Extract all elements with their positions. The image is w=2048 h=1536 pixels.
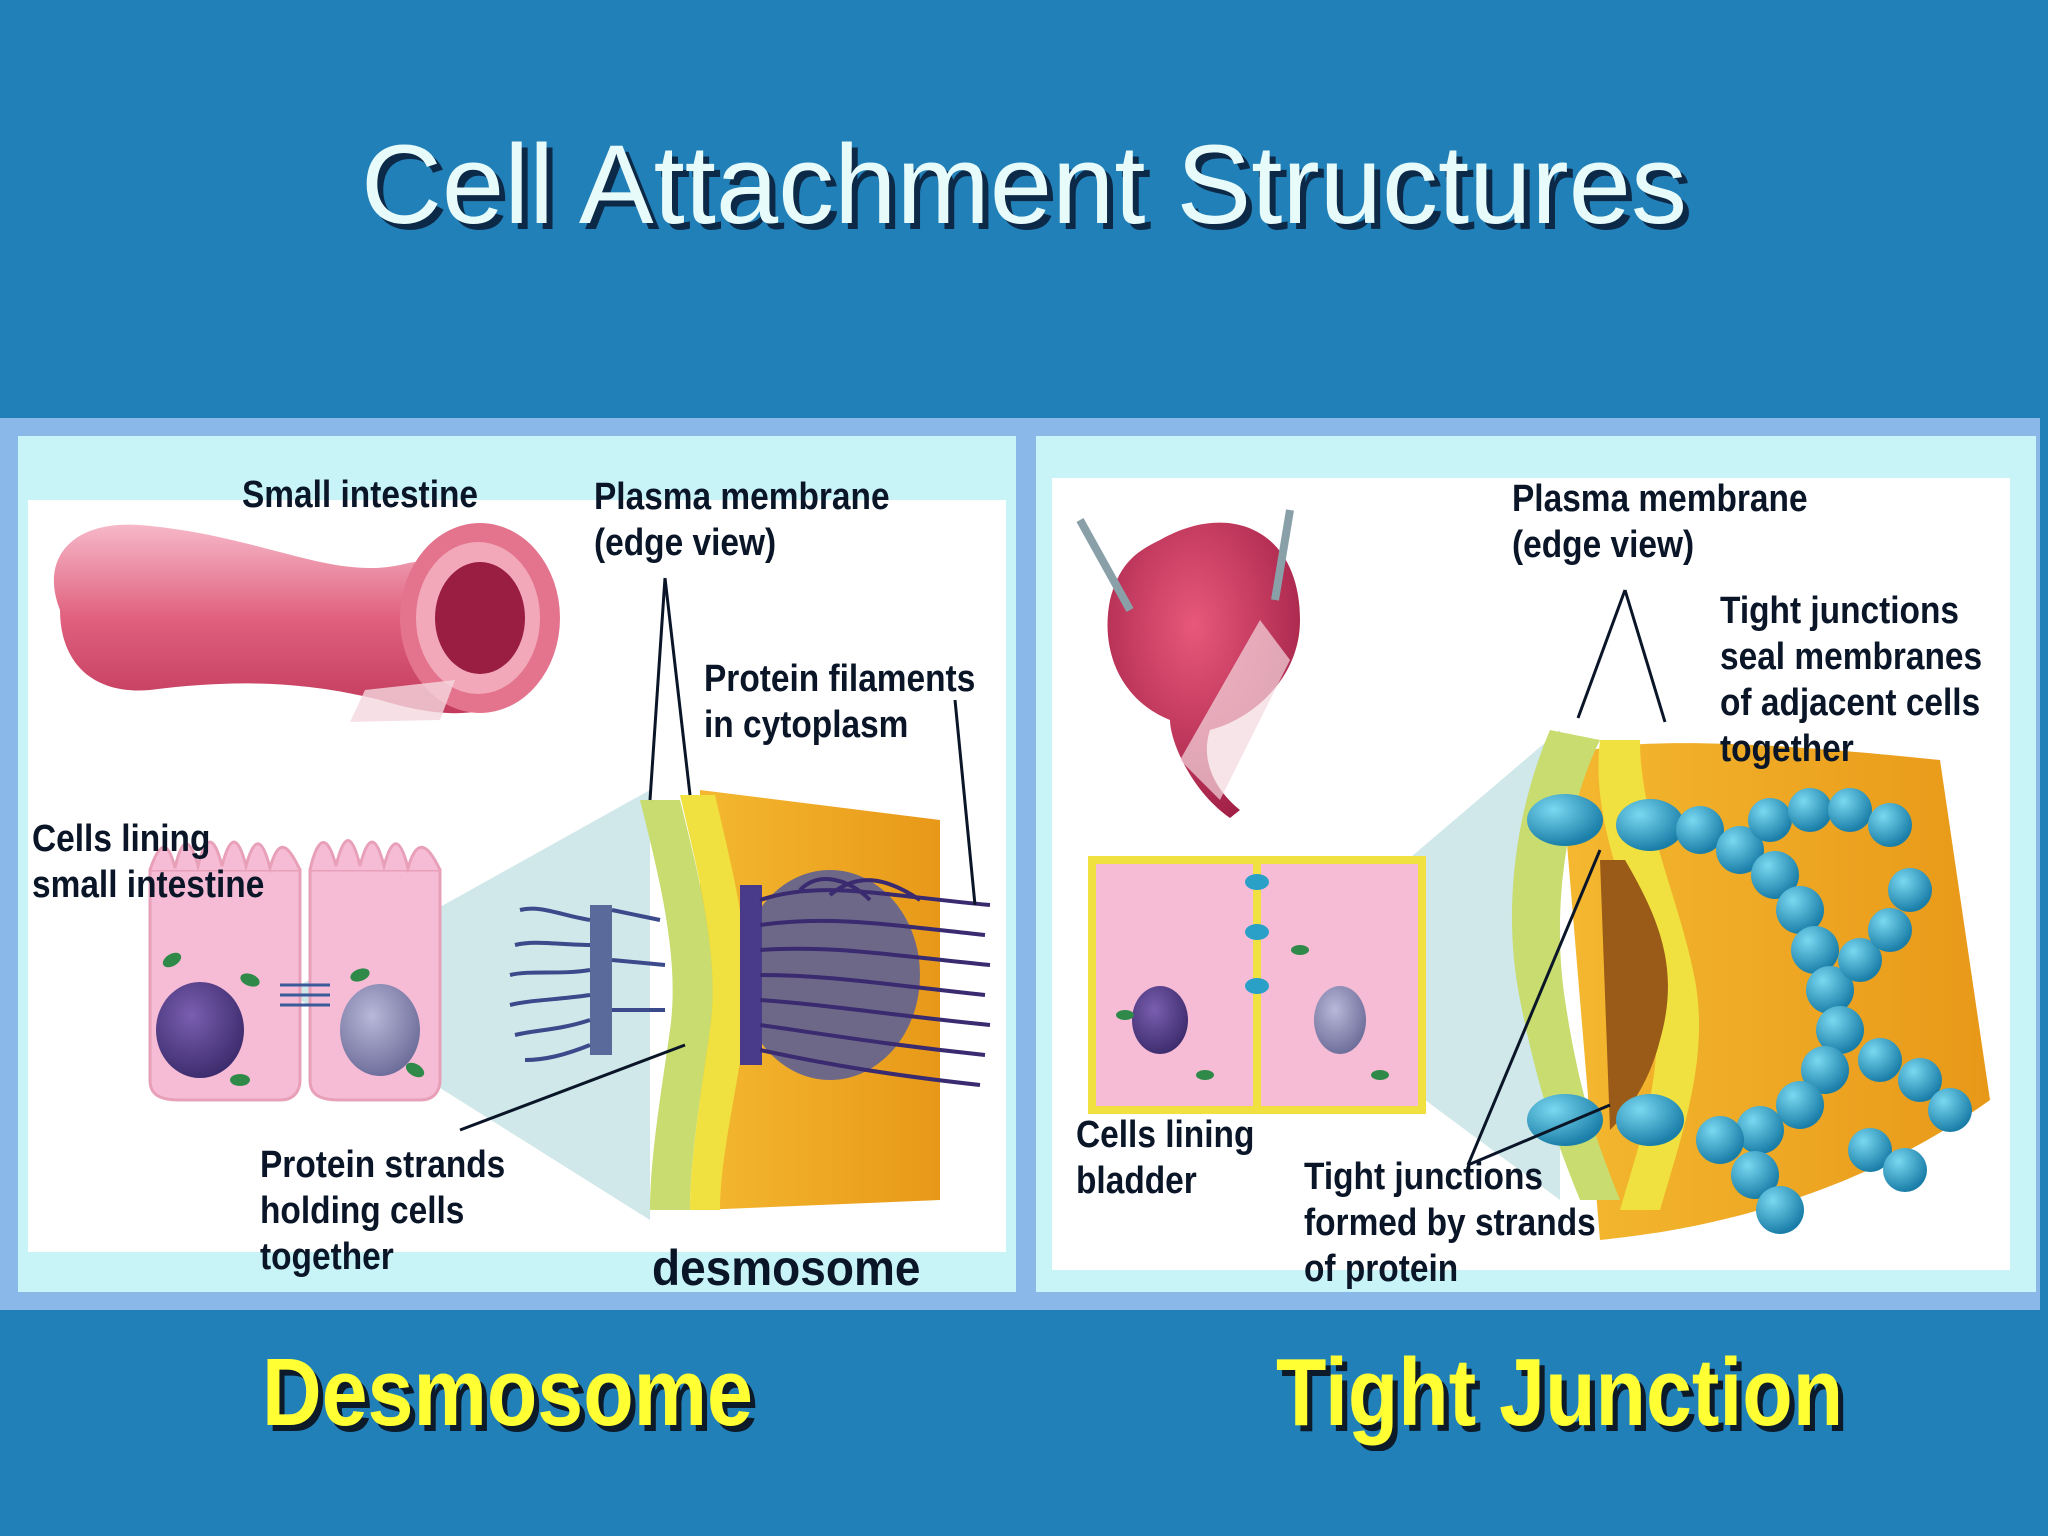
label-tight-junctions-seal: Tight junctions seal membranes of adjace… [1720,590,1983,770]
desmosome-closeup [509,790,991,1210]
bladder-illustration [1076,509,1300,818]
label-plasma-membrane-right: Plasma membrane (edge view) [1512,478,1808,566]
label-tight-junctions-formed: Tight junctions formed by strands of pro… [1304,1156,1596,1290]
caption-desmosome: Desmosome [262,1339,753,1446]
label-protein-strands: Protein strands holding cells together [260,1144,506,1278]
label-protein-filaments: Protein filaments in cytoplasm [704,658,976,746]
bladder-cells-illustration [1088,856,1426,1114]
label-desmosome: desmosome [652,1240,921,1296]
label-cells-lining-bladder: Cells lining bladder [1076,1114,1255,1202]
label-cells-lining-intestine: Cells lining small intestine [32,818,265,906]
small-intestine-illustration [53,523,560,722]
zoom-cone-left [300,790,650,1220]
protein-strand-beads [1527,788,1972,1234]
caption-tight-junction: Tight Junction [1276,1339,1844,1446]
intestine-cells-illustration [148,839,442,1102]
label-small-intestine: Small intestine [242,474,479,516]
slide-title: Cell Attachment Structures [361,122,1687,247]
label-plasma-membrane-left: Plasma membrane (edge view) [594,476,890,564]
